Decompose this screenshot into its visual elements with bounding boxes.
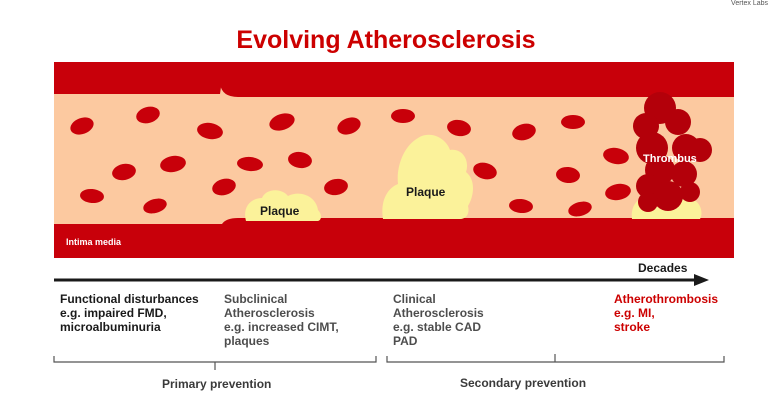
- stage-line: plaques: [224, 334, 270, 348]
- diagram-title: Evolving Atherosclerosis: [236, 26, 536, 54]
- timeline-arrowhead: [694, 274, 709, 286]
- stage-functional-disturbances: Functional disturbances e.g. impaired FM…: [60, 292, 199, 334]
- stage-line: stroke: [614, 320, 651, 334]
- artery-illustration: Plaque Plaque Thrombus Intima media Deca…: [54, 62, 734, 286]
- stage-line: e.g. MI,: [614, 306, 655, 320]
- stage-atherothrombosis: Atherothrombosis e.g. MI, stroke: [614, 292, 718, 334]
- primary-prevention-label: Primary prevention: [162, 377, 272, 391]
- red-blood-cells: [70, 106, 631, 217]
- timeline-label: Decades: [638, 261, 688, 275]
- thrombus: [633, 92, 712, 212]
- secondary-prevention-label: Secondary prevention: [460, 376, 587, 390]
- prevention-brackets: [53, 354, 725, 370]
- vessel-wall-bottom: [54, 218, 734, 258]
- stage-line: PAD: [393, 334, 418, 348]
- stage-subclinical: Subclinical Atherosclerosis e.g. increas…: [224, 292, 339, 348]
- stage-line: Functional disturbances: [60, 292, 199, 306]
- stage-line: Subclinical: [224, 292, 288, 306]
- stage-line: e.g. stable CAD: [393, 320, 482, 334]
- intima-media-label: Intima media: [66, 237, 122, 247]
- stage-line: Clinical: [393, 292, 436, 306]
- plaque-large: [382, 134, 473, 219]
- plaque-small: [245, 190, 321, 221]
- stage-line: e.g. increased CIMT,: [224, 320, 339, 334]
- watermark-text: Vertex Labs: [731, 0, 768, 7]
- stage-line: Atherosclerosis: [224, 306, 315, 320]
- thrombus-label: Thrombus: [643, 153, 697, 165]
- stage-line: Atherothrombosis: [614, 292, 719, 306]
- stage-line: e.g. impaired FMD,: [60, 306, 167, 320]
- plaque-small-label: Plaque: [260, 204, 300, 218]
- plaque-large-label: Plaque: [406, 185, 446, 199]
- stage-line: Atherosclerosis: [393, 306, 484, 320]
- primary-prevention-bracket: [53, 356, 377, 363]
- stage-line: microalbuminuria: [60, 320, 161, 334]
- stage-clinical: Clinical Atherosclerosis e.g. stable CAD…: [393, 292, 484, 348]
